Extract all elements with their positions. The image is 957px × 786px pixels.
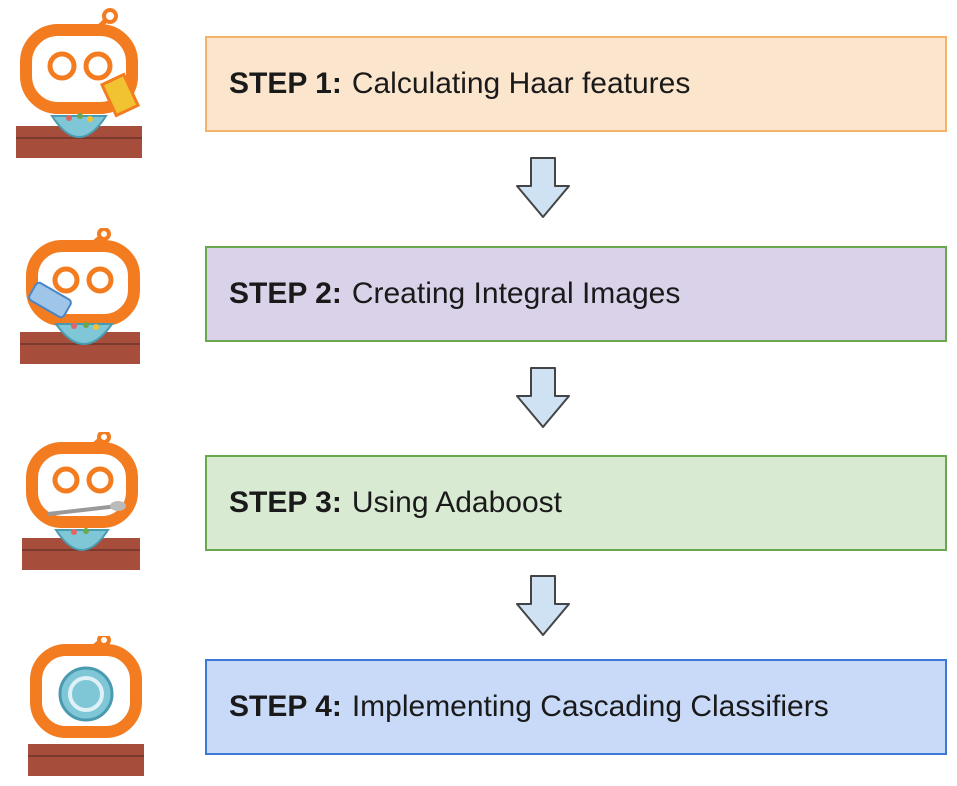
step-1-label: STEP 1: (229, 67, 342, 100)
step-3-text: Using Adaboost (351, 486, 562, 519)
step-4-text: Implementing Cascading Classifiers (351, 690, 829, 723)
robot-pouring-milk-icon (14, 228, 144, 368)
down-arrow-icon (514, 156, 572, 220)
step-4-box: STEP 4: Implementing Cascading Classifie… (205, 659, 947, 755)
robot-pouring-cereal-icon (14, 8, 144, 163)
step-1-text: Calculating Haar features (351, 67, 691, 100)
step-2-text: Creating Integral Images (351, 277, 681, 310)
robot-eating-spoon-icon (18, 432, 143, 572)
down-arrow-icon (514, 574, 572, 638)
step-4-label: STEP 4: (229, 690, 342, 723)
step-3-box: STEP 3: Using Adaboost (205, 455, 947, 551)
robot-finished-bowl-icon (26, 636, 146, 778)
step-3-label: STEP 3: (229, 486, 342, 519)
step-1-box: STEP 1: Calculating Haar features (205, 36, 947, 132)
step-2-box: STEP 2: Creating Integral Images (205, 246, 947, 342)
step-2-label: STEP 2: (229, 277, 342, 310)
down-arrow-icon (514, 366, 572, 430)
